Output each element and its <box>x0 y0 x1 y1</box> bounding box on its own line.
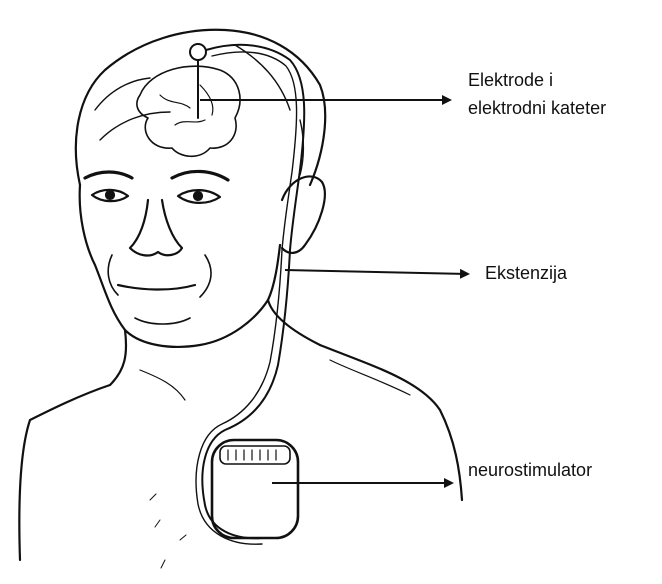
mouth <box>118 285 195 290</box>
left-shoulder <box>19 385 110 560</box>
brain-outline <box>137 66 240 156</box>
right-shoulder <box>320 345 462 500</box>
label-electrode-line2: elektrodni kateter <box>468 97 606 119</box>
label-neurostimulator: neurostimulator <box>468 459 592 481</box>
neck-left <box>110 330 126 385</box>
hair-outline <box>76 30 325 185</box>
label-extension: Ekstenzija <box>485 262 567 284</box>
collarbone-hatching <box>140 360 410 400</box>
nasolabial-folds <box>108 255 211 297</box>
brain-folds <box>160 85 213 125</box>
nose <box>130 200 182 255</box>
extension-arrow <box>285 270 468 274</box>
ear <box>282 176 325 252</box>
label-electrode-line1: Elektrode i <box>468 69 553 91</box>
chest-hair-marks <box>150 494 186 568</box>
burr-hole-cap <box>190 44 206 60</box>
right-eyebrow <box>172 171 228 180</box>
neurostimulator-device <box>212 440 298 538</box>
neurostimulator-contacts <box>228 450 276 460</box>
left-pupil <box>106 191 114 199</box>
left-eyebrow <box>85 172 132 178</box>
neurostimulator-header <box>220 446 290 464</box>
right-pupil <box>194 192 202 200</box>
chin <box>135 318 190 324</box>
